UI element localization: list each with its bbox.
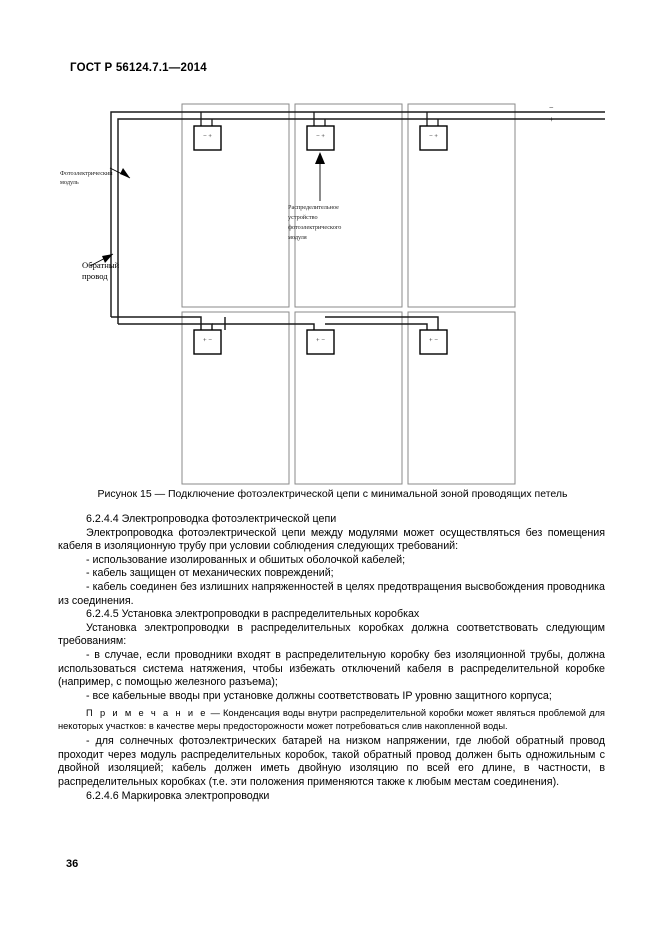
paragraph-6-2-4-5: Установка электропроводки в распределите… xyxy=(58,621,605,648)
note-label: П р и м е ч а н и е xyxy=(86,708,208,719)
junction-boxes-bottom: + − + − + − xyxy=(193,329,448,355)
callout-junction-device-line1: Распределительное xyxy=(288,204,339,211)
string-wiring xyxy=(110,111,605,324)
bullet-item-2: - кабель защищен от механических поврежд… xyxy=(86,567,334,580)
junction-box-bottom-1 xyxy=(193,329,222,355)
junction-boxes-top: − + − + − + xyxy=(193,125,448,151)
callout-junction-device-line3: фотоэлектрического xyxy=(288,224,341,231)
junction-box-bottom-2 xyxy=(306,329,335,355)
callout-pv-module: Фотоэлектрический модуль xyxy=(60,167,131,186)
junction-box-top-1-polarity: − + xyxy=(203,133,212,140)
bottom-row-wiring xyxy=(111,316,439,330)
junction-box-top-2 xyxy=(306,125,335,151)
paragraph-6-2-4-4: Электропроводка фотоэлектрической цепи м… xyxy=(58,526,605,553)
wire-bottom-3-return xyxy=(325,316,439,330)
wire-negative-bus xyxy=(110,111,605,317)
junction-box-top-1 xyxy=(193,125,222,151)
page-number: 36 xyxy=(66,858,79,870)
wire-bottom-1-right xyxy=(118,323,213,330)
document-header-standard-id: ГОСТ Р 56124.7.1—2014 xyxy=(70,62,207,74)
figure-caption: Рисунок 15 — Подключение фотоэлектрическ… xyxy=(97,488,568,500)
pv-module-top-3 xyxy=(407,103,516,308)
output-terminal-positive-label: + xyxy=(549,115,554,124)
pv-module-top-2 xyxy=(294,103,403,308)
note-paragraph: П р и м е ч а н и е — Конденсация воды в… xyxy=(58,707,605,732)
callout-junction-device-arrowhead xyxy=(315,152,325,164)
callout-junction-device-line2: устройство xyxy=(288,214,318,221)
junction-box-bottom-3-polarity: + − xyxy=(429,337,438,344)
note-dash: — xyxy=(210,708,220,719)
callout-return-wire-line1: Обратный xyxy=(82,260,120,270)
top-row-stubs xyxy=(200,112,439,126)
figure-15-diagram: − + − + − + + − + − + − − + xyxy=(60,96,605,491)
callout-junction-device-line4: модуля xyxy=(288,234,307,241)
callout-return-wire-arrowhead xyxy=(102,254,113,263)
section-heading-6-2-4-5: 6.2.4.5 Установка электропроводки в расп… xyxy=(86,608,420,621)
callout-pv-module-arrowhead xyxy=(120,168,130,178)
junction-box-top-2-polarity: − + xyxy=(316,133,325,140)
junction-box-top-3 xyxy=(419,125,448,151)
pv-module-bottom-1 xyxy=(181,311,290,485)
wire-positive-bus xyxy=(117,118,605,324)
pv-module-bottom-2 xyxy=(294,311,403,485)
note-text: Конденсация воды внутри распределительно… xyxy=(58,708,605,731)
pv-module-bottom-3 xyxy=(407,311,516,485)
callout-pv-module-line2: модуль xyxy=(60,179,79,186)
callout-junction-device: Распределительное устройство фотоэлектри… xyxy=(288,152,341,241)
bullet-item-4: - в случае, если проводники входят в рас… xyxy=(58,648,605,689)
document-body: 6.2.4.4 Электропроводка фотоэлектрическо… xyxy=(58,513,605,803)
callout-return-wire: Обратный провод xyxy=(82,253,120,281)
wire-bottom-1-left xyxy=(111,316,202,330)
junction-box-bottom-3 xyxy=(419,329,448,355)
output-terminal-negative-label: − xyxy=(549,103,554,112)
bullet-item-3: - кабель соединен без излишних напряженн… xyxy=(58,580,605,607)
pv-module-top-1 xyxy=(181,103,290,308)
junction-box-top-3-polarity: − + xyxy=(429,133,438,140)
callout-pv-module-line1: Фотоэлектрический xyxy=(60,170,113,177)
wire-bottom-2-to-3 xyxy=(325,323,428,330)
pv-circuit-diagram-svg: − + − + − + + − + − + − − + xyxy=(60,103,605,485)
callout-return-wire-line2: провод xyxy=(82,271,108,281)
junction-box-bottom-2-polarity: + − xyxy=(316,337,325,344)
bullet-item-1: - использование изолированных и обшитых … xyxy=(86,553,406,566)
junction-box-bottom-1-polarity: + − xyxy=(203,337,212,344)
bullet-item-5: - все кабельные вводы при установке долж… xyxy=(86,689,552,702)
bullet-item-6: - для солнечных фотоэлектрических батаре… xyxy=(58,735,605,788)
section-heading-6-2-4-6: 6.2.4.6 Маркировка электропроводки xyxy=(86,789,270,802)
wire-bottom-1-to-2 xyxy=(212,323,315,330)
section-heading-6-2-4-4: 6.2.4.4 Электропроводка фотоэлектрическо… xyxy=(86,513,337,525)
